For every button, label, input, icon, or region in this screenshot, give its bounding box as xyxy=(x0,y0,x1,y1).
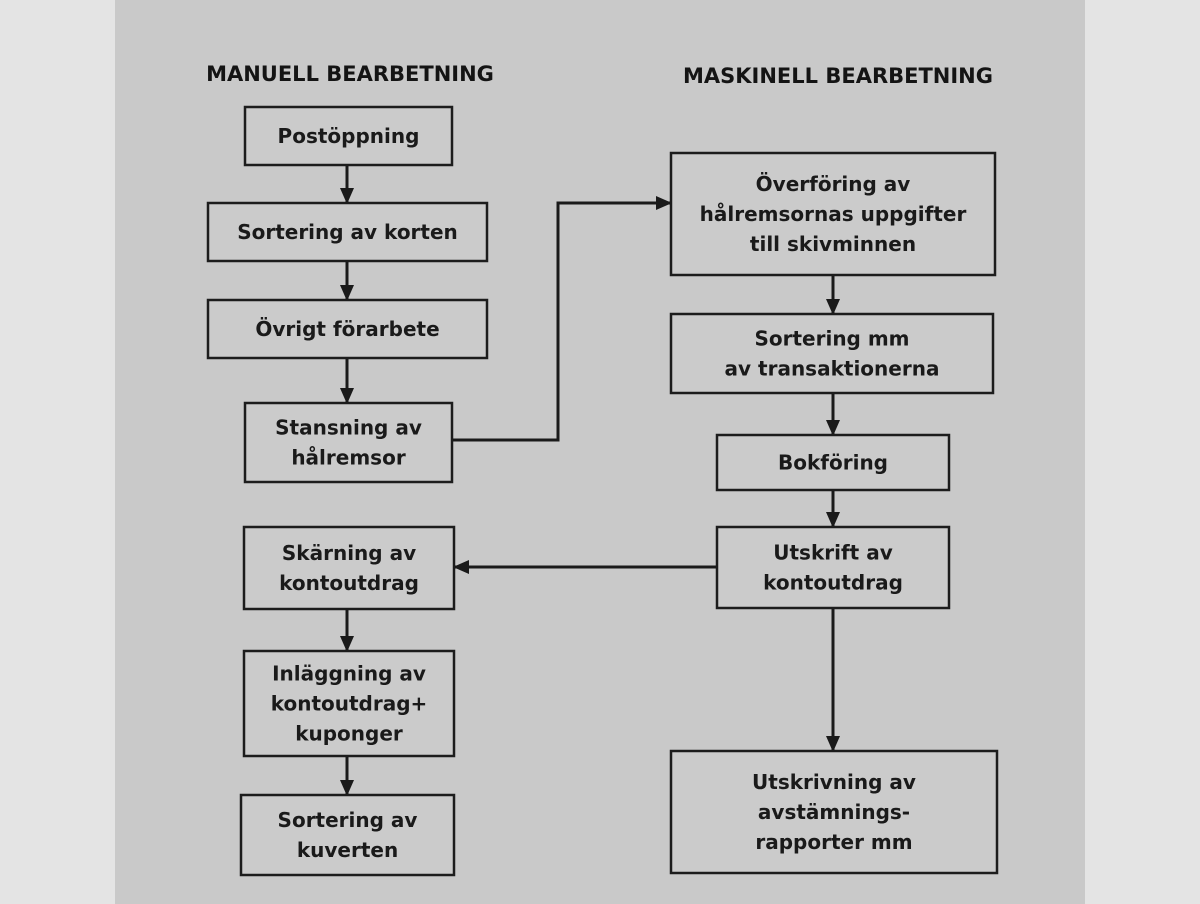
step-label-line: Utskrift av xyxy=(773,541,892,565)
heading-manual: MANUELL BEARBETNING xyxy=(206,62,494,86)
manual-step-box: Skärning av kontoutdrag xyxy=(242,525,456,611)
step-label-line: kontoutdrag+ xyxy=(271,692,428,716)
heading-machine: MASKINELL BEARBETNING xyxy=(683,64,993,88)
step-box-frame xyxy=(239,793,456,877)
machine-step-box: Bokföring xyxy=(715,433,951,492)
arrow-4-to-machine xyxy=(452,196,672,442)
step-label-line: Övrigt förarbete xyxy=(255,317,439,341)
step-label-line: av transaktionerna xyxy=(725,357,940,381)
manual-step-box: Sortering av kuverten xyxy=(239,793,456,877)
step-label-line: Överföring av xyxy=(756,172,911,196)
step-box-frame xyxy=(669,151,997,277)
step-label-line: Inläggning av xyxy=(272,662,426,686)
step-label-line: Sortering av xyxy=(278,808,418,832)
manual-step-box: Inläggning av kontoutdrag+ kuponger xyxy=(242,649,456,758)
step-label-line: avstämnings- xyxy=(758,800,910,824)
step-label-line: rapporter mm xyxy=(755,830,912,854)
machine-step-box: Utskrift av kontoutdrag xyxy=(715,525,951,610)
manual-step-box: Övrigt förarbete xyxy=(206,298,489,360)
manual-step-box: Sortering av korten xyxy=(206,201,489,263)
machine-step-box: Överföring av hålremsornas uppgifter till … xyxy=(669,151,997,277)
step-label-line: Sortering mm xyxy=(754,327,909,351)
step-box-frame xyxy=(242,649,456,758)
step-box-frame xyxy=(206,298,489,360)
step-label-line: kontoutdrag xyxy=(279,571,419,595)
step-label-line: Stansning av xyxy=(275,416,422,440)
step-label-line: Utskrivning av xyxy=(752,770,916,794)
machine-step-box: Utskrivning av avstämnings-rapporter mm xyxy=(669,749,999,875)
machine-step-box: Sortering mm av transaktionerna xyxy=(669,312,995,395)
manual-step-box: Stansning av hålremsor xyxy=(243,401,454,484)
step-label-line: hålremsor xyxy=(291,446,406,470)
step-box-frame xyxy=(669,312,995,395)
connectors xyxy=(340,165,840,796)
step-box-frame xyxy=(715,433,951,492)
step-box-frame xyxy=(206,201,489,263)
step-label-line: kontoutdrag xyxy=(763,571,903,595)
step-box-frame xyxy=(669,749,999,875)
step-box-frame xyxy=(243,401,454,484)
step-label-line: till skivminnen xyxy=(750,232,916,256)
step-label-line: Sortering av korten xyxy=(237,220,458,244)
step-label-line: Postöppning xyxy=(278,124,420,148)
step-label-line: kuponger xyxy=(295,722,403,746)
step-label-line: kuverten xyxy=(297,838,398,862)
step-label-line: Bokföring xyxy=(778,451,888,475)
step-label-line: Skärning av xyxy=(282,541,416,565)
step-box-frame xyxy=(242,525,456,611)
step-label-line: hålremsornas uppgifter xyxy=(700,202,967,226)
step-box-frame xyxy=(715,525,951,610)
step-box-frame xyxy=(243,105,454,167)
manual-step-box: Postöppning xyxy=(243,105,454,167)
